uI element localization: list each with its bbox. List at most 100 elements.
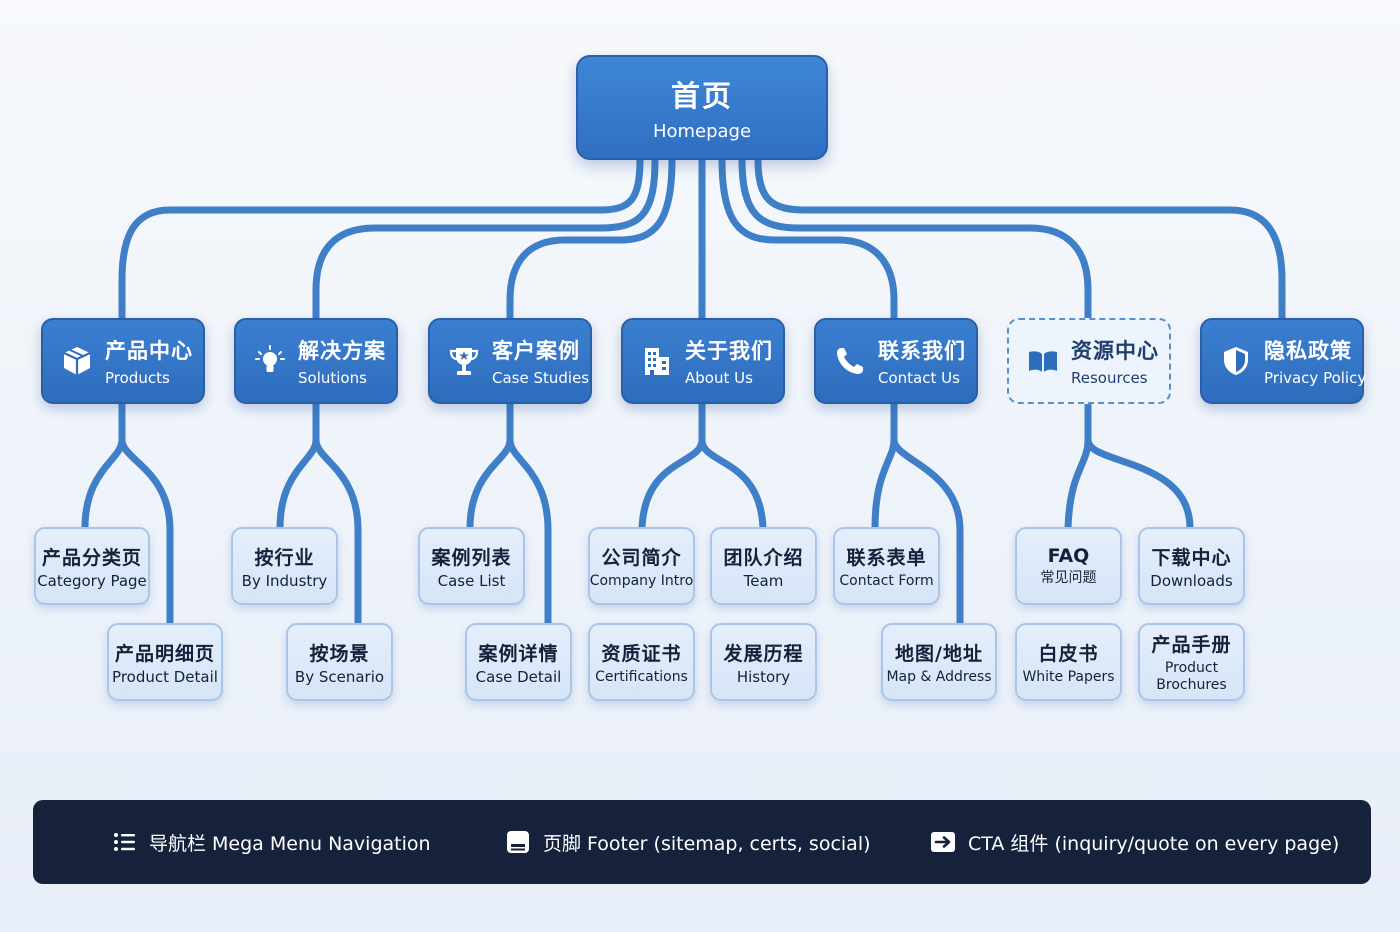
connector-about-intro [638, 400, 706, 532]
page-by-scenario[interactable]: 按场景 By Scenario [286, 623, 393, 701]
page-faq[interactable]: FAQ 常见问题 [1015, 527, 1122, 605]
page-team[interactable]: 团队介绍 Team [710, 527, 817, 605]
page-label-en: Map & Address [886, 668, 992, 685]
page-by-industry[interactable]: 按行业 By Industry [231, 527, 338, 605]
page-label-cn: 按行业 [254, 546, 315, 569]
page-label-cn: 白皮书 [1038, 642, 1099, 665]
page-case-list[interactable]: 案例列表 Case List [418, 527, 525, 605]
page-label-en: White Papers [1022, 668, 1115, 685]
page-history[interactable]: 发展历程 History [710, 623, 817, 701]
footer-label: 页脚 Footer (sitemap, certs, social) [543, 832, 871, 855]
homepage-title-en: Homepage [652, 121, 752, 142]
page-label-cn: 案例列表 [431, 546, 512, 569]
connector-resources-downloads [1084, 400, 1194, 532]
page-case-detail[interactable]: 案例详情 Case Detail [465, 623, 572, 701]
section-label-cn: 客户案例 [492, 339, 580, 363]
connector-about-team [698, 400, 767, 532]
section-label-cn: 联系我们 [878, 339, 966, 363]
page-label-en: Product Detail [112, 667, 218, 686]
building-icon [637, 341, 677, 381]
connector-cases-detail [506, 400, 552, 629]
page-white-papers[interactable]: 白皮书 White Papers [1015, 623, 1122, 701]
page-label-cn: 产品明细页 [114, 642, 215, 665]
section-label-cn: 关于我们 [685, 339, 773, 363]
page-downloads[interactable]: 下载中心 Downloads [1138, 527, 1245, 605]
section-about-us[interactable]: 关于我们 About Us [621, 318, 785, 404]
mega-menu-label: 导航栏 Mega Menu Navigation [149, 832, 431, 855]
connector-root-products [118, 156, 644, 322]
page-map-address[interactable]: 地图/地址 Map & Address [881, 623, 997, 701]
section-contact-us[interactable]: 联系我们 Contact Us [814, 318, 978, 404]
section-label-en: Solutions [298, 369, 367, 387]
section-resources[interactable]: 资源中心 Resources [1007, 318, 1171, 404]
page-label-en: Case List [437, 571, 506, 590]
page-label-en: 常见问题 [1040, 570, 1097, 586]
connector-root-cases [506, 156, 676, 322]
page-label-en: Certifications [595, 668, 688, 685]
page-label-cn: 案例详情 [478, 642, 559, 665]
lightbulb-icon [250, 341, 290, 381]
section-label-cn: 隐私政策 [1264, 339, 1352, 363]
page-label-en: By Scenario [294, 667, 385, 686]
book-icon [1023, 341, 1063, 381]
page-label-en: Contact Form [839, 572, 934, 589]
connector-root-solutions [312, 156, 659, 322]
section-label-cn: 产品中心 [105, 339, 193, 363]
section-label-en: About Us [685, 369, 753, 387]
homepage-node[interactable]: 首页 Homepage [576, 55, 828, 160]
page-category-page[interactable]: 产品分类页 Category Page [34, 527, 150, 605]
section-products[interactable]: 产品中心 Products [41, 318, 205, 404]
list-icon [111, 829, 137, 855]
shield-icon [1216, 341, 1256, 381]
connector-cases-list [466, 400, 514, 532]
page-label-en: Downloads [1150, 571, 1233, 590]
page-label-cn: 公司简介 [601, 546, 682, 569]
section-label-en: Contact Us [878, 369, 960, 387]
arrow-right-icon [930, 829, 956, 855]
footer-item: 页脚 Footer (sitemap, certs, social) [505, 800, 871, 884]
cta-label: CTA 组件 (inquiry/quote on every page) [968, 832, 1340, 855]
section-solutions[interactable]: 解决方案 Solutions [234, 318, 398, 404]
section-case-studies[interactable]: 客户案例 Case Studies [428, 318, 592, 404]
homepage-title-cn: 首页 [670, 79, 733, 113]
page-label-cn: 团队介绍 [723, 546, 804, 569]
section-privacy-policy[interactable]: 隐私政策 Privacy Policy [1200, 318, 1367, 404]
trophy-icon [444, 341, 484, 381]
page-label-en: By Industry [241, 571, 328, 590]
page-label-en: Category Page [37, 571, 147, 590]
global-components-bar: 导航栏 Mega Menu Navigation 页脚 Footer (site… [33, 800, 1371, 884]
connector-solutions-scenario [312, 400, 362, 629]
box-icon [57, 341, 97, 381]
page-label-cn: 发展历程 [723, 642, 804, 665]
footer-icon [505, 829, 531, 855]
connector-root-privacy [754, 156, 1286, 322]
page-company-intro[interactable]: 公司简介 Company Intro [588, 527, 695, 605]
page-label-en: Case Detail [475, 667, 562, 686]
connector-root-contact [718, 156, 898, 322]
page-label-cn: FAQ [1047, 545, 1090, 567]
page-label-cn: 产品分类页 [41, 546, 142, 569]
page-product-brochures[interactable]: 产品手册 Product Brochures [1138, 623, 1245, 701]
phone-icon [830, 341, 870, 381]
connector-solutions-industry [276, 400, 320, 532]
section-label-en: Privacy Policy [1264, 369, 1367, 387]
section-label-en: Resources [1071, 369, 1148, 387]
page-label-cn: 下载中心 [1151, 546, 1232, 569]
page-label-en: Product Brochures [1156, 660, 1227, 693]
page-label-en: Company Intro [589, 572, 694, 589]
page-label-en: History [736, 667, 791, 686]
connector-contact-map [890, 400, 964, 629]
connector-products-category [81, 400, 126, 532]
section-label-en: Products [105, 369, 170, 387]
mega-menu-item: 导航栏 Mega Menu Navigation [111, 800, 431, 884]
connector-products-detail [118, 400, 174, 629]
page-certifications[interactable]: 资质证书 Certifications [588, 623, 695, 701]
page-product-detail[interactable]: 产品明细页 Product Detail [107, 623, 223, 701]
page-label-cn: 联系表单 [846, 546, 927, 569]
page-contact-form[interactable]: 联系表单 Contact Form [833, 527, 940, 605]
section-label-cn: 解决方案 [298, 339, 386, 363]
page-label-en: Team [743, 571, 784, 590]
cta-item: CTA 组件 (inquiry/quote on every page) [930, 800, 1339, 884]
page-label-cn: 产品手册 [1151, 634, 1232, 656]
